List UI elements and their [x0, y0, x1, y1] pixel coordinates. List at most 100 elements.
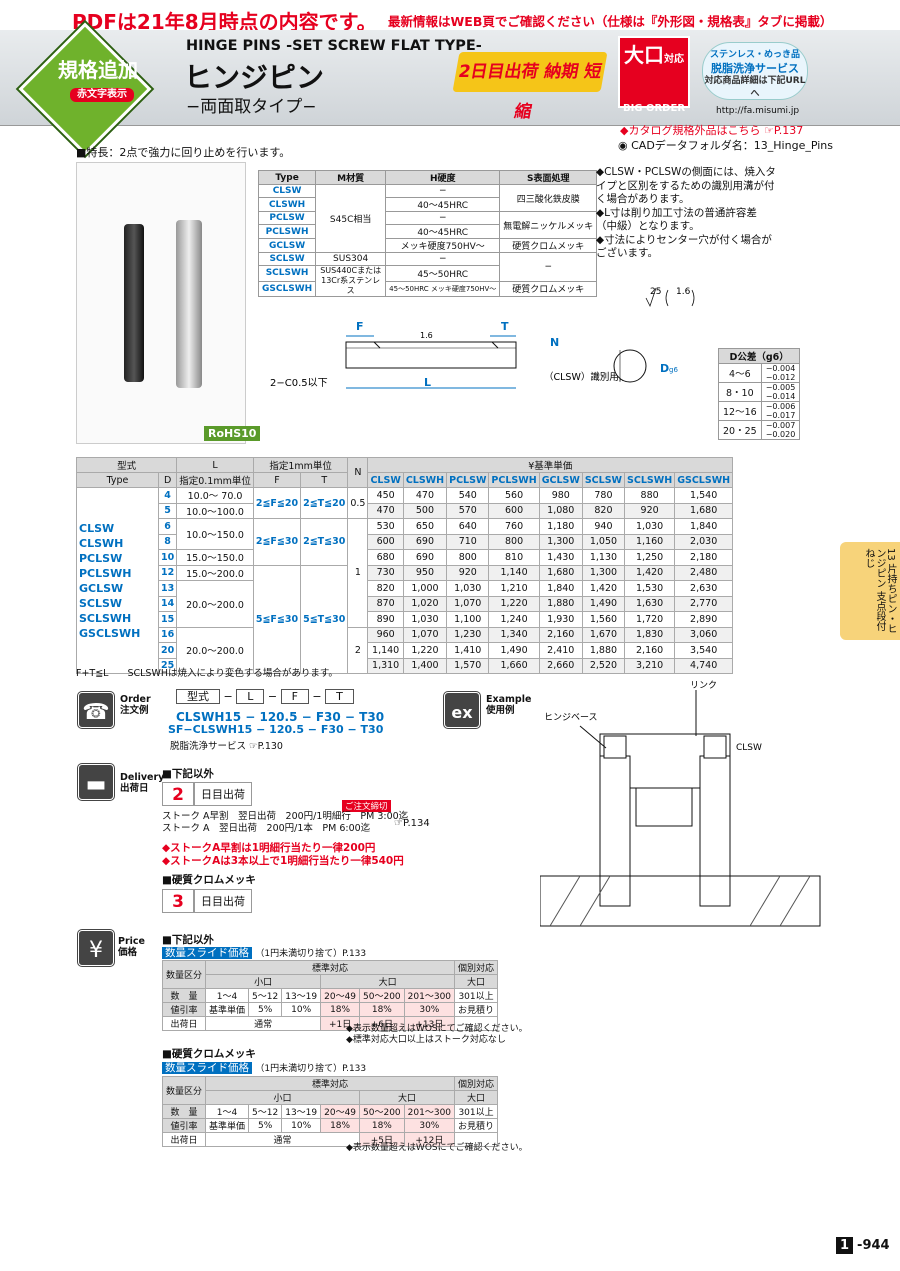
h-col: GCLSW — [538, 472, 583, 488]
dtol-upper: −0.007 — [765, 421, 796, 430]
table-cell: 2,660 — [538, 657, 583, 674]
table-cell: 8 — [157, 533, 178, 550]
table-cell: 2≦F≦30 — [252, 518, 302, 566]
base-label: ヒンジベース — [544, 712, 598, 723]
pt-h: 大口 — [454, 1090, 499, 1105]
stock-page-num[interactable]: P.134 — [402, 818, 430, 829]
pt-cell: 値引率 — [161, 1002, 207, 1017]
mat-type: CLSW — [257, 184, 317, 198]
order-header: 型式 − L − F − T — [176, 688, 354, 704]
table-cell: 12 — [157, 564, 178, 581]
table-cell: 600 — [488, 502, 540, 519]
pt-cell: お見積り — [454, 1118, 499, 1133]
price-notes-1: ◆表示数量超えはWOSにてご確認ください。◆標準対応大口以上はストーク対応なし — [346, 1024, 528, 1045]
table-cell: 1,130 — [581, 549, 626, 566]
table-cell: 1,220 — [402, 642, 448, 659]
wash-line2: 脱脂洗浄サービス — [711, 62, 799, 75]
table-cell: 1,840 — [674, 518, 734, 535]
yen-icon: ¥ — [76, 928, 116, 968]
catalog-link[interactable]: カタログ規格外品はこちら — [628, 124, 761, 137]
table-cell: 16 — [157, 626, 178, 643]
note-item: ◆CLSW・PCLSWの側面には、焼入タイプと区別をするための識別用溝が付く場合… — [596, 166, 776, 205]
table-cell: 14 — [157, 595, 178, 612]
table-row: CLSW CLSWH PCLSW PCLSWH GCLSW SCLSW SCLS… — [76, 487, 734, 674]
h-col: SCLSW — [581, 472, 626, 488]
table-cell: 1,030 — [446, 580, 490, 597]
h-kata: 型式 — [75, 457, 178, 473]
vol-title: 数量スライド価格 — [162, 1062, 252, 1074]
table-cell: 810 — [488, 549, 540, 566]
mat-material: SUS440Cまたは13Cr系ステンレス — [315, 265, 387, 297]
wash-service-label[interactable]: 脱脂洗浄サービス — [170, 741, 247, 752]
table-cell: 920 — [446, 564, 490, 581]
table-cell: 5 — [157, 502, 178, 519]
wash-service[interactable]: 脱脂洗浄サービス ☞P.130 — [170, 741, 283, 752]
price-label-en: Price — [118, 936, 145, 947]
table-cell: 1,880 — [581, 642, 626, 659]
badge-sub: 赤文字表示 — [70, 88, 134, 102]
table-cell: 1,220 — [488, 595, 540, 612]
pt-cell: +13日 — [403, 1016, 456, 1031]
pt-h: 大口 — [359, 1090, 456, 1105]
order-label-en: Order — [120, 694, 151, 705]
stock-a-early: ストーク A早割 翌日出荷 200円/1明細行 PM 3:00迄 — [162, 811, 409, 822]
table-cell: 1,560 — [581, 611, 626, 628]
label-T: T — [501, 320, 509, 333]
table-cell: 1,670 — [581, 626, 626, 643]
type-list: CLSW CLSWH PCLSW PCLSWH GCLSW SCLSW SCLS… — [76, 487, 159, 674]
example-label-jp: 使用例 — [486, 705, 515, 716]
groove-label: （CLSW）識別用溝 — [544, 371, 629, 383]
rough-mark: 1.6 — [420, 331, 433, 340]
table-cell: 1,030 — [402, 611, 448, 628]
price-sec2: ■硬質クロムメッキ — [162, 1048, 256, 1060]
table-cell: 1,430 — [538, 549, 583, 566]
pt-cell: 1〜4 — [205, 1104, 250, 1119]
stock-rows: ストーク A早割 翌日出荷 200円/1明細行 PM 3:00迄 ストーク A … — [162, 811, 408, 835]
table-cell: 2 — [347, 626, 369, 674]
pt-h: 数量区分 — [161, 960, 207, 989]
stock-page[interactable]: ☞P.134 — [394, 818, 430, 829]
table-cell: 2,160 — [624, 642, 676, 659]
catalog-ref[interactable]: ◆カタログ規格外品はこちら ☞P.137 — [620, 124, 804, 137]
table-cell: 880 — [624, 487, 676, 504]
roughness-symbol — [645, 287, 695, 308]
dtol-upper: −0.005 — [765, 383, 796, 392]
dtol-lower: −0.017 — [765, 411, 796, 420]
table-cell: 1,310 — [367, 657, 404, 674]
table-cell: 1,420 — [624, 564, 676, 581]
table-cell: 1,400 — [402, 657, 448, 674]
base-left — [599, 755, 631, 907]
table-cell: 1,490 — [488, 642, 540, 659]
flat-end — [373, 341, 499, 349]
table-cell: 960 — [367, 626, 404, 643]
label-D: D — [660, 362, 669, 375]
pin-outline — [345, 341, 517, 369]
pt-h: 標準対応 — [205, 960, 456, 975]
dtol-range: 4〜6 — [718, 363, 762, 383]
title-en: HINGE PINS -SET SCREW FLAT TYPE- — [186, 38, 482, 54]
table-cell: 940 — [581, 518, 626, 535]
wash-url[interactable]: http://fa.misumi.jp — [716, 106, 800, 116]
table-cell: 450 — [367, 487, 404, 504]
pt-cell: 50〜200 — [359, 988, 405, 1003]
table-cell: 2,520 — [581, 657, 626, 674]
usage-example-drawing: リンク ヒンジベース CLSW — [540, 680, 821, 927]
label-F: F — [356, 320, 364, 333]
pt-cell: 30% — [403, 1118, 456, 1133]
table-cell: 2,410 — [538, 642, 583, 659]
pt-cell: 18% — [359, 1118, 405, 1133]
delivery-days-1: 2 — [162, 782, 194, 806]
wash-service-page[interactable]: P.130 — [257, 741, 283, 752]
catalog-page[interactable]: P.137 — [773, 124, 804, 137]
pt-cell: 10% — [281, 1002, 322, 1017]
pt-cell: 5〜12 — [248, 1104, 283, 1119]
pt-cell: 通常 — [205, 1132, 361, 1147]
section-side-tab[interactable]: 13 片持ちピン・ヒンジピン 支点段付ねじ — [840, 542, 900, 640]
label-N: N — [550, 336, 559, 349]
table-cell: 6 — [157, 518, 178, 535]
wash-line3: 対応商品詳細は下記URLへ — [704, 76, 806, 99]
pt-cell: 基準単価 — [205, 1002, 250, 1017]
